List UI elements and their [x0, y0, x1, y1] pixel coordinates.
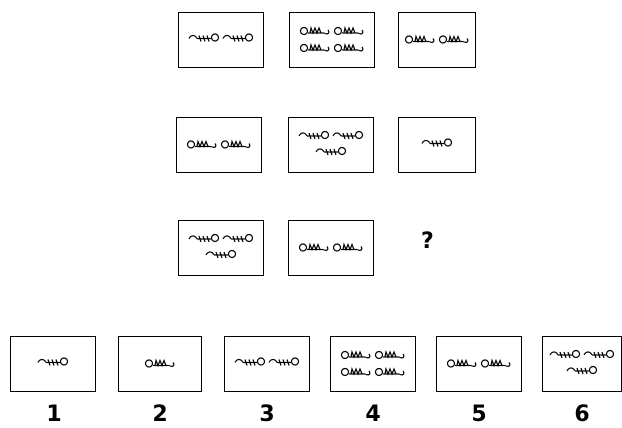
answer-option-5[interactable]: [436, 336, 522, 392]
hook-curl-glyph: [234, 357, 266, 367]
wave-loop-glyph: [333, 26, 364, 36]
hook-curl-glyph: [222, 33, 254, 43]
glyph-group: [298, 130, 364, 156]
hook-curl-glyph: [222, 233, 254, 243]
wave-loop-glyph: [438, 35, 469, 44]
wave-loop-glyph: [374, 350, 405, 360]
glyph-group: [299, 26, 364, 53]
answer-label-2: 2: [152, 402, 168, 427]
hook-curl-glyph: [205, 249, 237, 259]
wave-loop-glyph: [333, 43, 364, 53]
matrix-cell-r3c2: [288, 220, 374, 276]
matrix-cell-r2c2: [288, 117, 374, 173]
missing-cell-question-mark: ?: [421, 229, 434, 254]
hook-curl-glyph: [583, 349, 615, 359]
hook-curl-glyph: [332, 130, 364, 140]
glyph-group: [188, 33, 254, 43]
wave-loop-glyph: [340, 350, 371, 360]
wave-loop-glyph: [374, 367, 405, 377]
hook-curl-glyph: [268, 357, 300, 367]
glyph-group: [549, 349, 615, 375]
hook-curl-glyph: [188, 33, 220, 43]
answer-label-4: 4: [365, 402, 381, 427]
matrix-cell-r1c3: [398, 12, 476, 68]
hook-curl-glyph: [315, 146, 347, 156]
glyph-group: [421, 138, 453, 148]
glyph-group: [188, 233, 254, 259]
wave-loop-glyph: [332, 243, 363, 252]
answer-option-3[interactable]: [224, 336, 310, 392]
answer-label-3: 3: [259, 402, 275, 427]
wave-loop-glyph: [298, 243, 329, 252]
hook-curl-glyph: [566, 365, 598, 375]
matrix-cell-r3c1: [178, 220, 264, 276]
wave-loop-glyph: [220, 140, 251, 149]
wave-loop-glyph: [144, 359, 175, 368]
glyph-group: [446, 359, 511, 368]
wave-loop-glyph: [404, 35, 435, 44]
glyph-group: [186, 140, 251, 149]
glyph-group: [340, 350, 405, 377]
hook-curl-glyph: [188, 233, 220, 243]
wave-loop-glyph: [340, 367, 371, 377]
matrix-cell-r1c2: [289, 12, 375, 68]
wave-loop-glyph: [299, 26, 330, 36]
matrix-cell-r1c1: [178, 12, 264, 68]
wave-loop-glyph: [186, 140, 217, 149]
hook-curl-glyph: [549, 349, 581, 359]
hook-curl-glyph: [298, 130, 330, 140]
answer-label-6: 6: [574, 402, 590, 427]
hook-curl-glyph: [37, 357, 69, 367]
hook-curl-glyph: [421, 138, 453, 148]
answer-label-1: 1: [46, 402, 62, 427]
wave-loop-glyph: [480, 359, 511, 368]
glyph-group: [234, 357, 300, 367]
answer-option-4[interactable]: [330, 336, 416, 392]
glyph-group: [37, 357, 69, 367]
glyph-group: [144, 359, 175, 368]
answer-option-1[interactable]: [10, 336, 96, 392]
matrix-cell-r2c1: [176, 117, 262, 173]
glyph-group: [404, 35, 469, 44]
answer-option-6[interactable]: [542, 336, 622, 392]
answer-option-2[interactable]: [118, 336, 202, 392]
glyph-group: [298, 243, 363, 252]
wave-loop-glyph: [446, 359, 477, 368]
wave-loop-glyph: [299, 43, 330, 53]
matrix-cell-r2c3: [398, 117, 476, 173]
answer-label-5: 5: [471, 402, 487, 427]
